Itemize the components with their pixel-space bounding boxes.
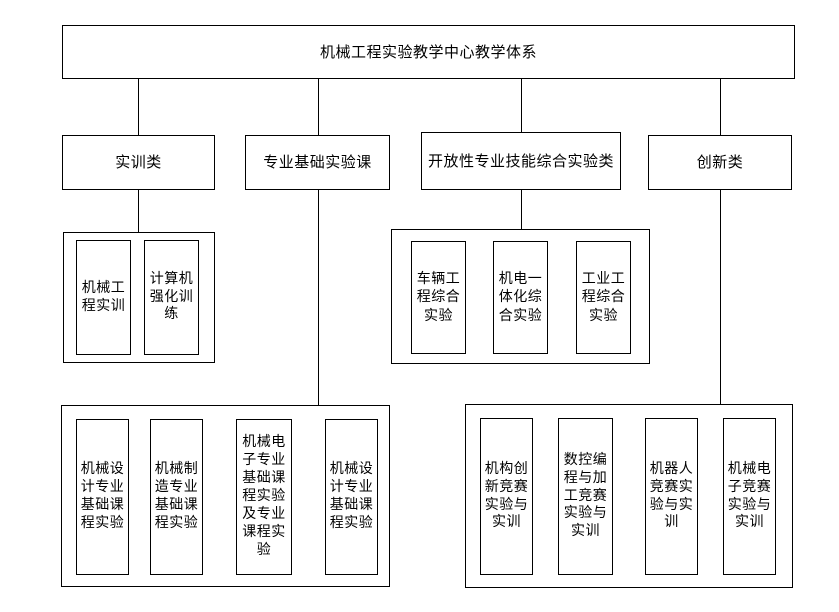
leaf-box-shixun-1[interactable]: 计算机强化训练 [144,240,199,355]
leaf-box-kaifangxing-1[interactable]: 机电一体化综合实验 [493,241,548,354]
chart-title-box: 机械工程实验教学中心教学体系 [62,25,795,79]
leaf-box-chuangxin-1[interactable]: 数控编程与加工竞赛实验与实训 [558,418,613,575]
leaf-box-zhuanye-jichu-3[interactable]: 机械设计专业基础课程实验 [325,419,378,575]
leaf-box-shixun-0[interactable]: 机械工程实训 [76,240,131,355]
connector-title-to-shixun [138,79,139,135]
category-box-zhuanye-jichu[interactable]: 专业基础实验课 [245,135,390,190]
leaf-box-zhuanye-jichu-2[interactable]: 机械电子专业基础课程实验及专业课程实验 [236,419,292,575]
category-box-shixun[interactable]: 实训类 [62,135,215,190]
connector-chuangxin-to-group [720,190,721,404]
connector-shixun-to-group [138,190,139,232]
leaf-box-kaifangxing-2[interactable]: 工业工程综合实验 [576,241,631,354]
category-box-kaifangxing[interactable]: 开放性专业技能综合实验类 [421,132,621,190]
leaf-box-zhuanye-jichu-1[interactable]: 机械制造专业基础课程实验 [150,419,203,575]
leaf-box-chuangxin-0[interactable]: 机构创新竞赛实验与实训 [480,418,533,575]
leaf-box-zhuanye-jichu-0[interactable]: 机械设计专业基础课程实验 [76,419,129,575]
leaf-box-kaifangxing-0[interactable]: 车辆工程综合实验 [411,241,466,354]
connector-title-to-zhuanye-jichu [318,79,319,135]
leaf-box-chuangxin-2[interactable]: 机器人竞赛实验与实训 [645,418,698,575]
connector-title-to-kaifangxing [521,79,522,135]
connector-zhuanye-jichu-to-group [318,190,319,405]
connector-title-to-chuangxin [720,79,721,135]
leaf-box-chuangxin-3[interactable]: 机械电子竞赛实验与实训 [723,418,776,575]
connector-kaifangxing-to-group [521,190,522,229]
category-box-chuangxin[interactable]: 创新类 [648,135,792,190]
